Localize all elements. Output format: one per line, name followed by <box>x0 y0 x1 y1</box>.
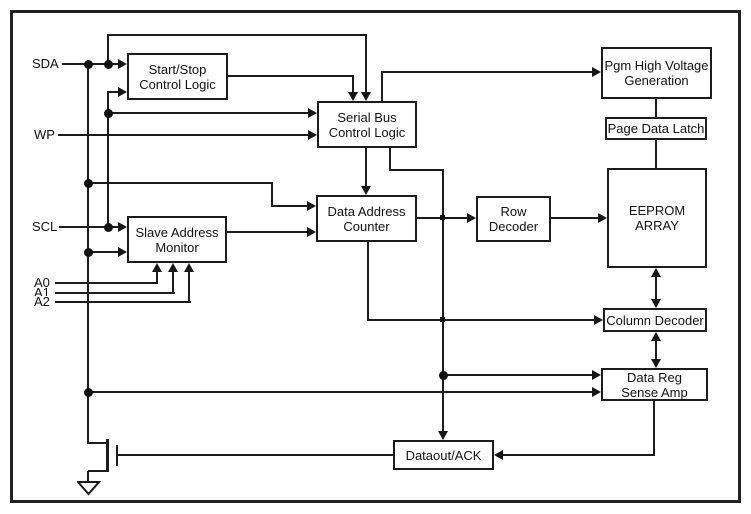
wire-a0-lead <box>55 282 158 284</box>
wire-scl-to-sbcl <box>107 112 309 114</box>
block-serial-bus-control-logic: Serial Bus Control Logic <box>317 101 417 148</box>
block-start-stop-control-logic: Start/Stop Control Logic <box>127 53 228 100</box>
junction-dot <box>104 60 113 69</box>
wire-pgmhv-to-pagelatch <box>655 99 657 117</box>
wire-to-datareg-lower <box>88 391 593 393</box>
arrowhead <box>118 222 127 232</box>
arrowhead <box>651 299 661 308</box>
arrowhead <box>308 108 317 118</box>
pin-label-a2: A2 <box>33 294 51 309</box>
wire-sbcl-to-pgmhv-riser <box>381 71 383 101</box>
crossing-tick <box>440 317 445 322</box>
block-eeprom-array: EEPROM ARRAY <box>607 168 707 268</box>
wire-wp-lead <box>58 134 309 136</box>
mosfet-drain-stub <box>88 442 109 444</box>
arrowhead <box>118 59 127 69</box>
arrowhead <box>361 92 371 101</box>
wire-pagelatch-to-eeprom <box>655 140 657 168</box>
arrowhead <box>598 213 607 223</box>
arrowhead <box>651 332 661 341</box>
wire-sda-to-dac-b <box>271 205 308 207</box>
block-slave-address-monitor: Slave Address Monitor <box>127 216 227 263</box>
pin-label-scl: SCL <box>31 219 59 234</box>
wire-scl-to-startstop <box>107 91 119 93</box>
wire-topline-drop <box>365 34 367 93</box>
wire-columndecoder-datareg-shaft <box>655 339 657 361</box>
arrowhead <box>494 450 503 460</box>
wire-sam-to-dac <box>227 231 308 233</box>
junction-dot <box>84 60 93 69</box>
arrowhead <box>168 263 178 272</box>
wire-sbcl-to-pgmhv <box>381 71 593 73</box>
arrowhead <box>307 227 316 237</box>
wire-to-datareg-upper <box>443 374 593 376</box>
arrowhead <box>152 263 162 272</box>
wire-sbcl-to-dac <box>365 148 367 187</box>
pin-label-wp: WP <box>33 127 56 142</box>
wire-scl-lead <box>59 226 119 228</box>
wire-sbcl-drop-elbow <box>389 169 444 171</box>
crossing-tick <box>440 215 445 220</box>
wire-a1-riser <box>172 271 174 294</box>
ground-icon <box>77 481 101 496</box>
block-pgm-high-voltage-generation: Pgm High Voltage Generation <box>601 47 712 99</box>
arrowhead <box>651 268 661 277</box>
block-data-address-counter: Data Address Counter <box>316 195 417 242</box>
block-page-data-latch: Page Data Latch <box>605 117 707 140</box>
wire-datareg-to-dataout <box>502 454 655 456</box>
junction-dot <box>104 109 113 118</box>
mosfet-gate-wire <box>117 454 393 456</box>
mosfet-gate-bar <box>116 445 118 466</box>
arrowhead <box>651 359 661 368</box>
junction-dot <box>84 248 93 257</box>
mosfet-source-stub <box>88 470 109 472</box>
wire-top-sda-to-sbcl <box>107 34 367 36</box>
arrowhead <box>594 315 603 325</box>
arrowhead <box>592 370 601 380</box>
wire-a0-riser <box>156 271 158 284</box>
block-dataout-ack: Dataout/ACK <box>393 440 494 470</box>
arrowhead <box>592 387 601 397</box>
wire-sbcl-bottom-drop <box>389 148 391 171</box>
arrowhead <box>307 201 316 211</box>
wire-eeprom-columndecoder-shaft <box>655 275 657 301</box>
rail-sda-top-branch <box>107 34 109 64</box>
arrowhead <box>467 213 476 223</box>
arrowhead <box>118 247 127 257</box>
wire-startstop-out <box>228 75 354 77</box>
ground-stem <box>87 471 89 483</box>
wire-a2-lead <box>55 301 191 303</box>
junction-dot <box>104 223 113 232</box>
wire-startstop-drop <box>352 75 354 93</box>
wire-datareg-out-drop <box>653 401 655 456</box>
block-column-decoder: Column Decoder <box>603 308 707 332</box>
block-row-decoder: Row Decoder <box>476 196 551 242</box>
arrowhead <box>308 130 317 140</box>
rail-scl <box>107 91 109 228</box>
wire-a1-lead <box>55 292 175 294</box>
arrowhead <box>438 431 448 440</box>
pin-label-a1: A1 <box>33 285 51 300</box>
junction-dot <box>84 388 93 397</box>
arrowhead <box>592 67 601 77</box>
wire-rowdecoder-to-eeprom <box>551 217 599 219</box>
arrowhead <box>348 92 358 101</box>
mosfet-channel-bar <box>106 439 109 472</box>
wire-sda-to-dac-drop <box>271 182 273 207</box>
wire-a2-riser <box>188 271 190 303</box>
pin-label-sda: SDA <box>31 56 60 71</box>
block-data-reg-sense-amp: Data Reg Sense Amp <box>601 368 708 401</box>
junction-dot <box>439 371 448 380</box>
wire-sda-to-dac-a <box>88 182 273 184</box>
arrowhead <box>118 87 127 97</box>
arrowhead <box>361 186 371 195</box>
arrowhead <box>184 263 194 272</box>
pin-label-a0: A0 <box>33 275 51 290</box>
wire-main-data-drop <box>442 169 444 432</box>
wire-dac-to-columndecoder <box>368 319 595 321</box>
wire-dac-bottom-drop <box>367 242 369 321</box>
wire-sda-to-sam <box>88 251 119 253</box>
junction-dot <box>84 179 93 188</box>
